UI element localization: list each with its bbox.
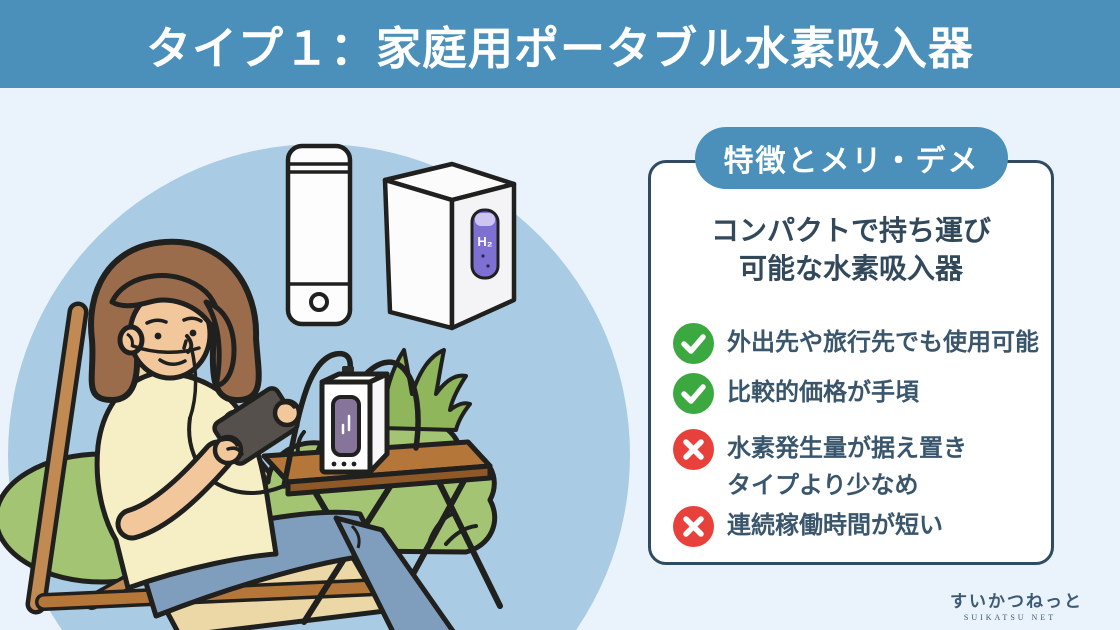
- hydrogen-bottle: [285, 143, 353, 327]
- card-title: コンパクトで持ち運び 可能な水素吸入器: [651, 212, 1051, 287]
- card-title-line2: 可能な水素吸入器: [738, 252, 963, 284]
- site-logo-english: SUIKATSU NET: [963, 613, 1057, 622]
- portable-device: [281, 350, 421, 489]
- demerit-item-2-text: 連続稼働時間が短い: [727, 512, 943, 539]
- hair-side: [203, 299, 237, 389]
- nasal-cannula: [131, 339, 201, 420]
- product-box: H₂: [382, 161, 517, 331]
- merit-item-2: 比較的価格が手頃: [673, 373, 919, 414]
- cross-circle-icon: [673, 429, 714, 470]
- merit-item-2-text: 比較的価格が手頃: [727, 379, 919, 406]
- device-cable: [361, 359, 421, 451]
- arms-and-phone: [115, 386, 302, 541]
- features-badge-label: 特徴とメリ・デメ: [723, 145, 980, 178]
- check-circle-icon: [673, 323, 714, 364]
- merit-item-1: 外出先や旅行先でも使用可能: [673, 323, 1039, 364]
- features-badge: 特徴とメリ・デメ: [695, 127, 1008, 189]
- h2-label: H₂: [477, 234, 492, 249]
- merit-item-1-text: 外出先や旅行先でも使用可能: [727, 329, 1039, 356]
- cannula-tube: [281, 350, 353, 489]
- demerit-item-1-text: 水素発生量が据え置き タイプより少なめ: [727, 435, 967, 499]
- cross-circle-icon: [673, 506, 714, 547]
- woman-illustration: [88, 238, 456, 630]
- demerit-item-2: 連続稼働時間が短い: [673, 506, 943, 547]
- check-circle-icon: [673, 373, 714, 414]
- header-bar: タイプ１：家庭用ポータブル水素吸入器: [0, 0, 1120, 88]
- site-logo: すいかつねっと SUIKATSU NET: [950, 587, 1083, 622]
- card-title-line1: コンパクトで持ち運び: [710, 215, 991, 246]
- h2-bottle-icon: [470, 208, 500, 280]
- page-title: タイプ１：家庭用ポータブル水素吸入器: [145, 22, 974, 74]
- site-logo-japanese: すいかつねっと: [950, 592, 1083, 611]
- features-card: コンパクトで持ち運び 可能な水素吸入器 外出先や旅行先でも使用可能 比較的価格が…: [648, 160, 1054, 565]
- scene-illustration: H₂: [0, 143, 630, 630]
- device-screen: [331, 395, 361, 457]
- demerit-item-1: 水素発生量が据え置き タイプより少なめ: [673, 429, 967, 504]
- head: [88, 238, 262, 420]
